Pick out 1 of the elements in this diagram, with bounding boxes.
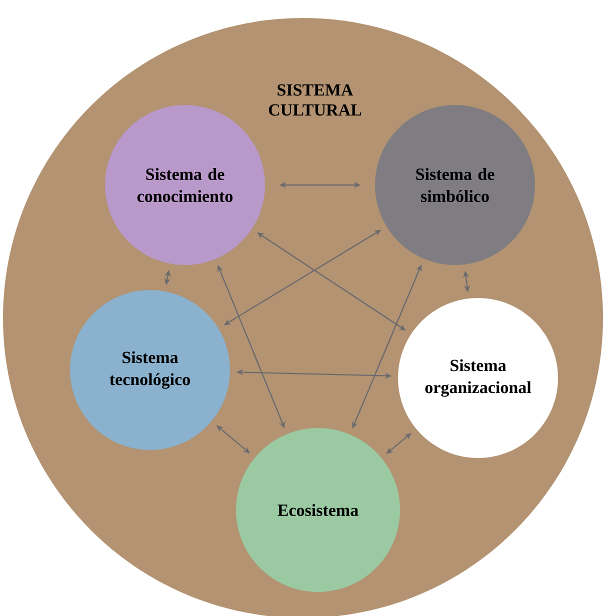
title: SISTEMA CULTURAL <box>268 84 362 116</box>
